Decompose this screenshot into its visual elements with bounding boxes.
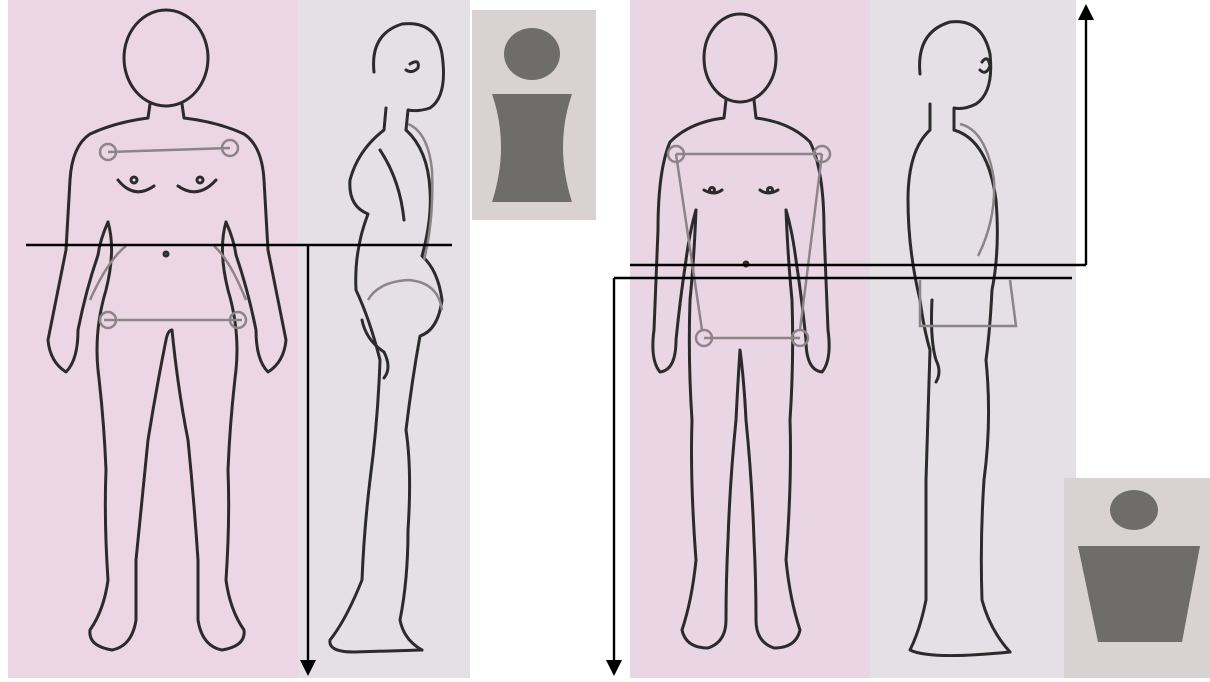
inverted-trapezoid-thumbnail <box>1064 478 1210 678</box>
female-figures <box>8 0 470 678</box>
male-side-background <box>870 0 1076 678</box>
male-down-arrow-head <box>606 660 622 676</box>
inverted-trapezoid-icon <box>1064 478 1210 678</box>
female-panel <box>8 0 470 678</box>
male-panel <box>630 0 1076 678</box>
female-side-background <box>298 0 470 678</box>
female-front-background <box>8 0 298 678</box>
male-up-arrow-head <box>1078 4 1094 20</box>
male-figures <box>630 0 1076 678</box>
hourglass-icon <box>472 10 596 220</box>
hourglass-thumbnail <box>472 10 596 220</box>
